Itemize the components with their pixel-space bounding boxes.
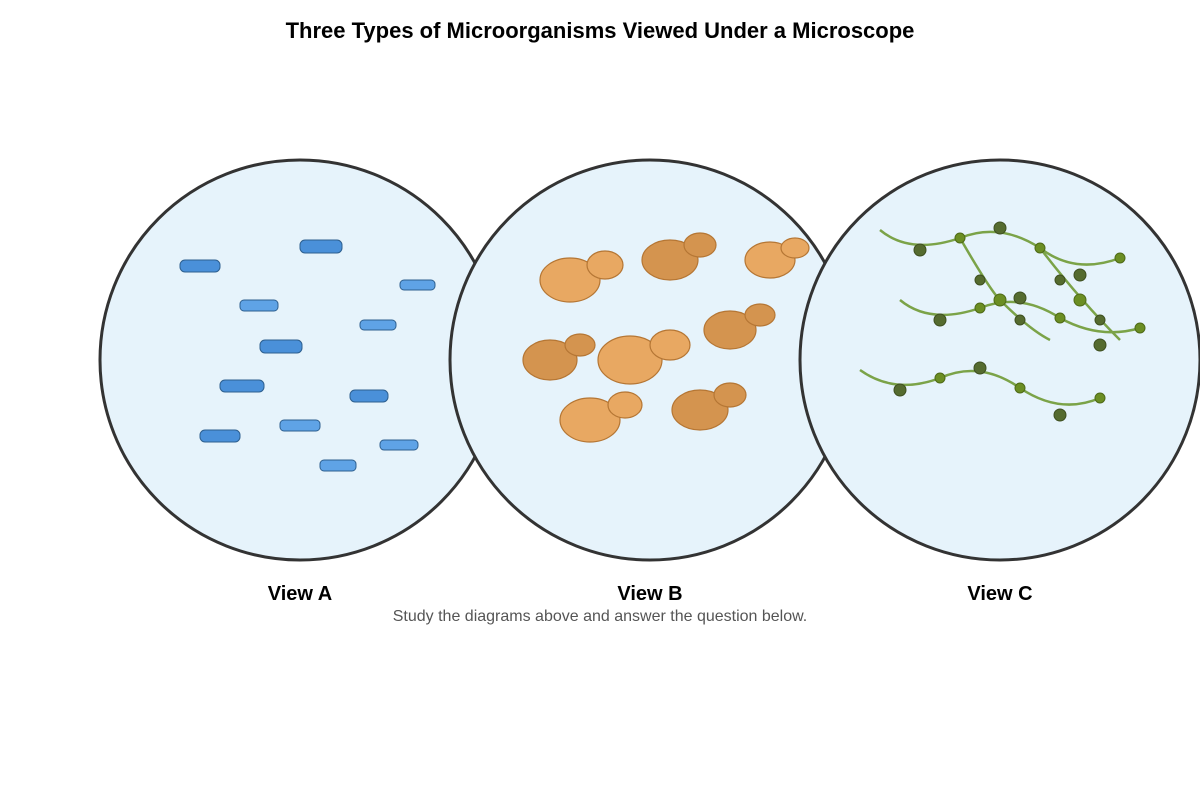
hypha-node	[1014, 314, 1026, 326]
view-b-label: View B	[617, 583, 682, 605]
rod-bacterium	[379, 439, 419, 451]
hypha-node	[1034, 242, 1046, 254]
hypha-node	[1014, 382, 1026, 394]
hypha-node	[993, 293, 1007, 307]
hypha-node	[1093, 338, 1107, 352]
hypha-node	[933, 313, 947, 327]
hypha-node	[1094, 314, 1106, 326]
hypha-node	[973, 361, 987, 375]
rod-bacterium	[219, 379, 265, 393]
instruction-caption: Study the diagrams above and answer the …	[393, 608, 808, 625]
hypha-node	[954, 232, 966, 244]
view-a-label: View A	[268, 583, 332, 605]
hypha-node	[1054, 274, 1066, 286]
rod-bacteria-group	[179, 239, 436, 472]
yeast-cell	[559, 391, 643, 443]
view-b-field	[448, 158, 852, 562]
hypha-node	[1094, 392, 1106, 404]
microscope-field-a	[98, 158, 502, 562]
hypha-node	[934, 372, 946, 384]
hypha-node	[1053, 408, 1067, 422]
hypha-node	[974, 302, 986, 314]
view-c-field	[798, 158, 1200, 562]
rod-bacterium	[319, 459, 357, 472]
rod-bacterium	[299, 239, 343, 254]
rod-bacterium	[239, 299, 279, 312]
rod-bacterium	[279, 419, 321, 432]
hypha-node	[1013, 291, 1027, 305]
hypha-node	[974, 274, 986, 286]
rod-bacterium	[359, 319, 397, 331]
hypha-node	[1134, 322, 1146, 334]
hypha-node	[893, 383, 907, 397]
yeast-cell	[539, 250, 624, 303]
fungal-hyphae-group	[859, 221, 1146, 422]
diagram-title: Three Types of Microorganisms Viewed Und…	[285, 18, 915, 43]
rod-bacterium	[399, 279, 436, 291]
hypha-node	[913, 243, 927, 257]
hypha-node	[1073, 293, 1087, 307]
view-a-field	[98, 158, 502, 562]
rod-bacterium	[199, 429, 241, 443]
view-c-label: View C	[967, 583, 1032, 605]
budding-yeast-group	[522, 232, 810, 443]
hypha-node	[1073, 268, 1087, 282]
yeast-cell	[703, 303, 776, 350]
hypha-node	[1054, 312, 1066, 324]
microscope-field-c	[798, 158, 1200, 562]
yeast-cell	[671, 382, 747, 431]
yeast-cell	[744, 237, 810, 279]
rod-bacterium	[179, 259, 221, 273]
yeast-cell	[641, 232, 717, 281]
yeast-cell	[597, 329, 691, 385]
rod-bacterium	[349, 389, 389, 403]
hypha-node	[993, 221, 1007, 235]
rod-bacterium	[259, 339, 303, 354]
yeast-cell	[522, 333, 596, 381]
hypha-node	[1114, 252, 1126, 264]
